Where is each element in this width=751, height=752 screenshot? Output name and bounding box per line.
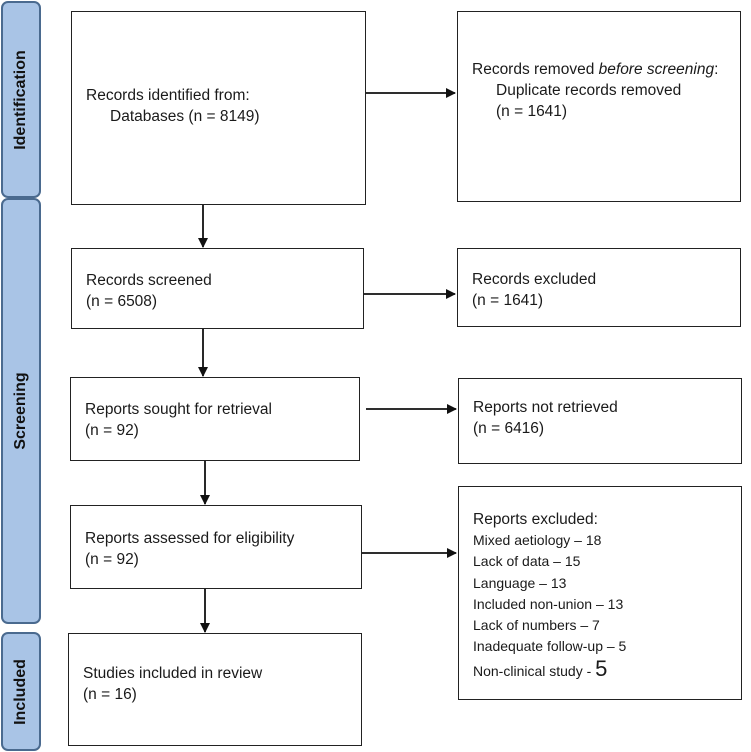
reports-not-retrieved-title: Reports not retrieved — [473, 399, 618, 416]
studies-included-box: Studies included in review (n = 16) — [68, 633, 362, 746]
phase-included: Included — [1, 632, 41, 751]
reports-assessed-title: Reports assessed for eligibility — [85, 530, 295, 547]
exclusion-reason: Mixed aetiology – 18 — [473, 532, 602, 548]
exclusion-reason-last: Non-clinical study - 5 — [473, 655, 733, 682]
records-screened-box: Records screened (n = 6508) — [71, 248, 364, 329]
reports-excluded-box: Reports excluded: Mixed aetiology – 18 L… — [458, 486, 742, 700]
reports-sought-title: Reports sought for retrieval — [85, 401, 272, 418]
reports-not-retrieved-box: Reports not retrieved (n = 6416) — [458, 378, 742, 464]
records-removed-title-suffix: : — [714, 61, 719, 78]
reports-not-retrieved-count: (n = 6416) — [473, 420, 545, 437]
reports-sought-box: Reports sought for retrieval (n = 92) — [70, 377, 360, 461]
records-removed-box: Records removed before screening: Duplic… — [457, 11, 741, 202]
records-identified-title: Records identified from: — [86, 87, 250, 104]
phase-identification: Identification — [1, 1, 41, 198]
databases-count: Databases (n = 8149) — [110, 108, 260, 125]
records-removed-title-prefix: Records removed — [472, 61, 599, 78]
exclusion-reason: Lack of numbers – 7 — [473, 617, 600, 634]
records-excluded-count: (n = 1641) — [472, 292, 544, 309]
reports-sought-count: (n = 92) — [85, 422, 139, 439]
exclusion-reason-last-count: 5 — [595, 655, 608, 681]
records-screened-count: (n = 6508) — [86, 293, 158, 310]
records-excluded-box: Records excluded (n = 1641) — [457, 248, 741, 327]
records-excluded-title: Records excluded — [472, 271, 597, 288]
exclusion-reason-last-text: Non-clinical study - — [473, 662, 596, 679]
studies-included-count: (n = 16) — [83, 686, 137, 703]
exclusion-reason: Language – 13 — [473, 574, 567, 591]
exclusion-reason: Inadequate follow-up – 5 — [473, 638, 627, 655]
exclusion-reason: Lack of data – 15 — [473, 553, 581, 570]
reports-assessed-count: (n = 92) — [85, 551, 139, 568]
reports-excluded-title: Reports excluded: — [473, 511, 598, 528]
records-removed-title: Records removed before screening: — [472, 59, 732, 80]
records-identified-box: Records identified from: Databases (n = … — [71, 11, 366, 205]
reports-assessed-box: Reports assessed for eligibility (n = 92… — [70, 505, 362, 589]
studies-included-title: Studies included in review — [83, 665, 263, 682]
records-removed-title-italic: before screening — [598, 61, 715, 78]
duplicates-removed-count: (n = 1641) — [496, 103, 568, 120]
exclusion-reason: Included non-union – 13 — [473, 595, 624, 612]
duplicates-removed-label: Duplicate records removed — [496, 82, 682, 99]
phase-screening: Screening — [1, 198, 41, 624]
records-screened-title: Records screened — [86, 272, 212, 289]
